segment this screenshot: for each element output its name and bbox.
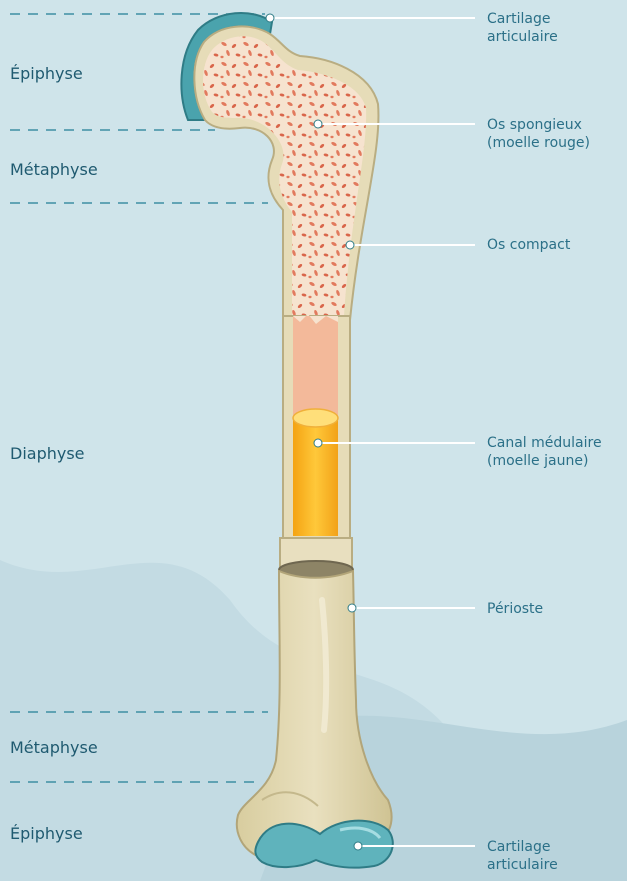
callout-articular-cartilage-bottom: Cartilage articulaire <box>487 838 558 874</box>
yellow-marrow-top <box>293 409 338 427</box>
callout-spongy-bone: Os spongieux (moelle rouge) <box>487 116 590 152</box>
callout-line: Cartilage <box>487 10 558 28</box>
callout-line: Canal médulaire <box>487 434 602 452</box>
callout-line: Périoste <box>487 600 543 618</box>
leader-dot <box>348 604 356 612</box>
callout-line: Cartilage <box>487 838 558 856</box>
leader-dot <box>314 120 322 128</box>
yellow-marrow <box>293 418 338 536</box>
region-label-diaphysis: Diaphyse <box>10 444 85 463</box>
callout-articular-cartilage-top: Cartilage articulaire <box>487 10 558 46</box>
callout-line: Os spongieux <box>487 116 590 134</box>
callout-periosteum: Périoste <box>487 600 543 618</box>
callout-line: Os compact <box>487 236 570 254</box>
callout-line: (moelle jaune) <box>487 452 602 470</box>
region-label-metaphysis-top: Métaphyse <box>10 160 98 179</box>
leader-dot <box>266 14 274 22</box>
region-label-metaphysis-bottom: Métaphyse <box>10 738 98 757</box>
region-label-epiphysis-top: Épiphyse <box>10 64 83 83</box>
red-marrow <box>293 316 338 420</box>
callout-compact-bone: Os compact <box>487 236 570 254</box>
callout-line: articulaire <box>487 28 558 46</box>
callout-medullary-canal: Canal médulaire (moelle jaune) <box>487 434 602 470</box>
leader-dot <box>354 842 362 850</box>
region-label-epiphysis-bottom: Épiphyse <box>10 824 83 843</box>
leader-dot <box>346 241 354 249</box>
callout-line: (moelle rouge) <box>487 134 590 152</box>
leader-dot <box>314 439 322 447</box>
callout-line: articulaire <box>487 856 558 874</box>
